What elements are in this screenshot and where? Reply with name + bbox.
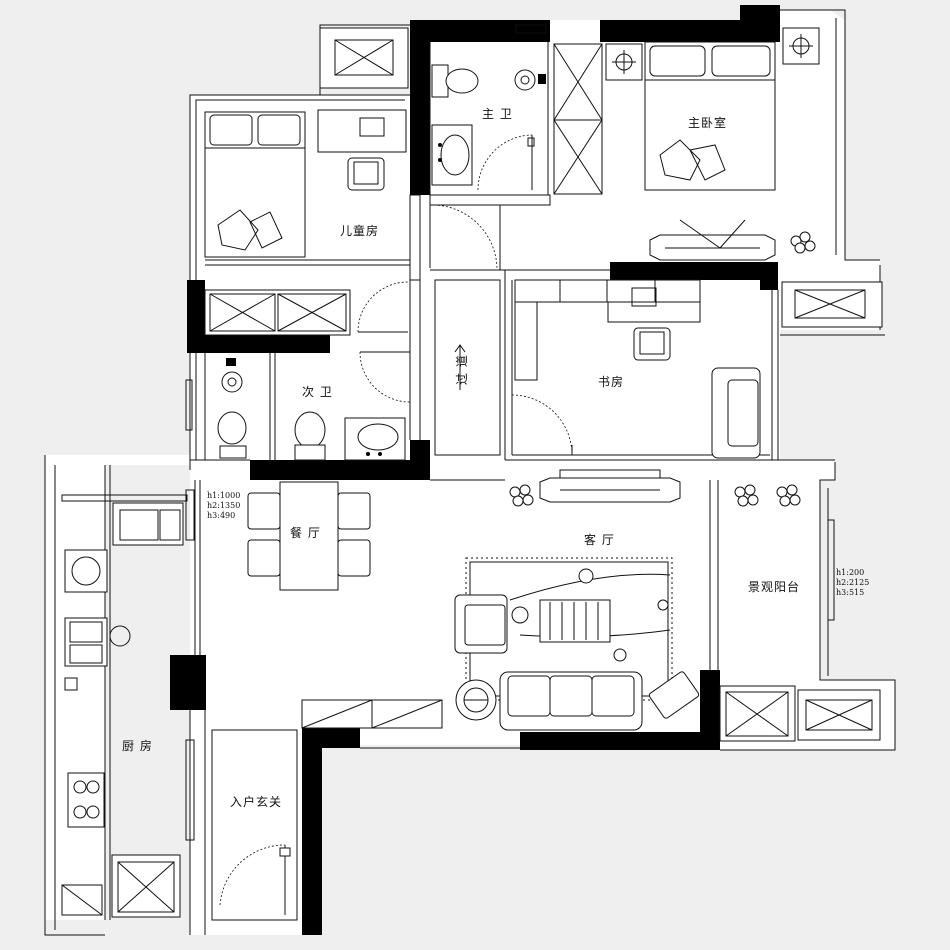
room-label-study: 书房 <box>598 374 624 389</box>
toilet-icon <box>217 411 247 459</box>
second-bath-fixtures <box>217 358 406 461</box>
toilet-icon <box>294 411 326 461</box>
sink-icon <box>64 617 108 667</box>
sofa-icon <box>711 367 761 459</box>
room-label-hallway: 过 道 <box>455 354 469 385</box>
kids-room-furniture <box>204 109 407 258</box>
room-labels: 主 卫 主卧室 儿童房 次 卫 书房 过 道 餐 厅 客 厅 景观阳台 厨 房 … <box>122 107 800 809</box>
shower-icon <box>221 358 243 393</box>
sink-icon <box>431 124 473 186</box>
armchair-icon <box>454 594 508 654</box>
dining-height-3: h3:490 <box>207 511 235 520</box>
balcony-height-2: h2:2125 <box>836 578 869 587</box>
study-furniture <box>514 279 761 459</box>
plant-icon <box>509 484 534 507</box>
dimension-notes: h1:1000 h2:1350 h3:490 h1:200 h2:2125 h3… <box>207 491 869 597</box>
toilet-icon <box>431 64 479 98</box>
room-label-dining: 餐 厅 <box>290 525 321 540</box>
room-label-kitchen: 厨 房 <box>122 738 153 753</box>
master-bedroom-furniture <box>605 27 820 261</box>
side-table-icon <box>455 679 497 721</box>
room-label-entrance: 入户玄关 <box>230 794 282 809</box>
dining-height-2: h2:1350 <box>207 501 240 510</box>
room-label-master-bedroom: 主卧室 <box>688 115 727 130</box>
sink-icon <box>344 417 406 461</box>
interior-walls <box>104 42 835 935</box>
room-label-second-bath: 次 卫 <box>302 385 333 399</box>
room-label-kids-room: 儿童房 <box>340 223 379 238</box>
structural-walls <box>170 5 780 935</box>
stove-icon <box>67 772 105 828</box>
balcony-height-1: h1:200 <box>836 568 864 577</box>
doors <box>219 134 573 915</box>
entrance-hall-cabinets <box>211 279 501 921</box>
dining-height-1: h1:1000 <box>207 491 240 500</box>
living-room-furniture <box>454 477 801 731</box>
kitchen-fixtures <box>61 494 188 916</box>
sofa-icon <box>499 671 643 731</box>
plant-icon <box>790 231 816 254</box>
storage-cabinets <box>111 27 883 918</box>
coffee-table <box>539 599 611 643</box>
room-label-master-bath: 主 卫 <box>482 107 513 121</box>
room-label-balcony: 景观阳台 <box>748 579 800 594</box>
shower-icon <box>514 69 546 91</box>
dining-furniture <box>247 481 371 591</box>
washing-machine-icon <box>64 549 108 593</box>
master-bath-fixtures <box>431 64 546 186</box>
balcony-height-3: h3:515 <box>836 588 864 597</box>
room-label-living: 客 厅 <box>584 532 615 547</box>
plant-icon <box>734 484 801 507</box>
